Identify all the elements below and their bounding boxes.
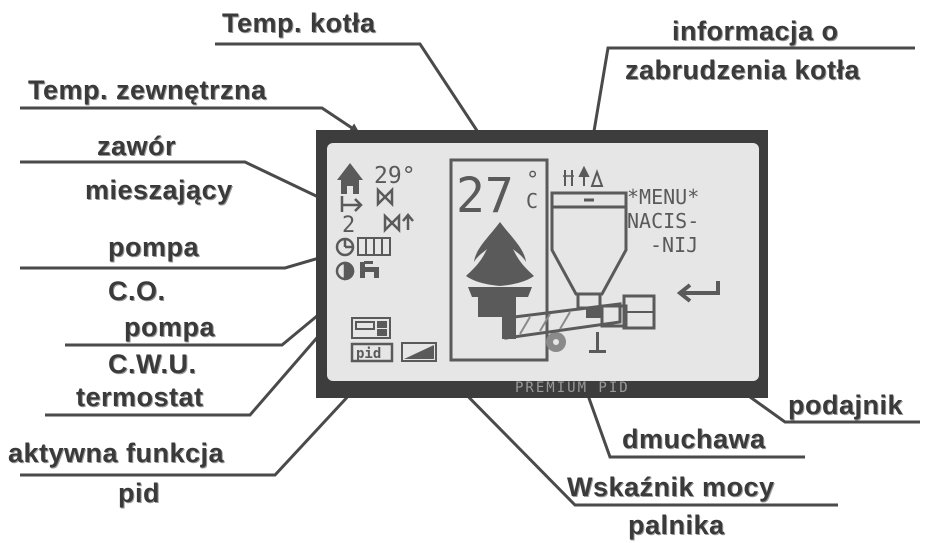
boiler-frame: [449, 158, 549, 362]
feeder-thread: [519, 311, 571, 335]
label-temp-zewn: Temp. zewnętrzna: [28, 75, 267, 105]
valve-number: 2: [342, 213, 355, 238]
fan-stand-base: [589, 350, 606, 353]
menu-line-2: NACIS-: [627, 209, 699, 233]
label-info-line2: zabrudzenia kotła: [625, 55, 861, 85]
menu-line-3: -NIJ: [650, 233, 698, 257]
label-podajnik: podajnik: [788, 390, 904, 420]
label-temp-kotla: Temp. kotła: [222, 8, 376, 38]
fan-icon: [546, 332, 566, 352]
label-zawor-line1: zawór: [97, 131, 177, 161]
dirt-info-icon: [563, 165, 604, 187]
enter-icon: [676, 281, 720, 303]
boiler-unit-deg: °: [526, 168, 539, 193]
lcd-screen: [327, 143, 759, 381]
pid-badge-frame: [350, 342, 394, 363]
label-info-line1: informacja o: [672, 16, 839, 46]
outside-temp: 29°: [374, 163, 416, 189]
label-pid-line2: pid: [118, 478, 160, 508]
label-moc-line1: Wskaźnik mocy: [567, 472, 775, 502]
label-zawor-line2: mieszający: [85, 175, 233, 205]
boiler-temp: 27: [456, 168, 514, 224]
boiler-unit-c: C: [526, 189, 538, 213]
tap-icon: [360, 261, 379, 278]
house-icon: [337, 163, 363, 194]
label-pompa-cwu-line1: pompa: [124, 312, 216, 342]
menu-line-1: *MENU*: [627, 185, 699, 209]
label-moc-line2: palnika: [628, 510, 725, 540]
thermostat-icon: [351, 317, 391, 339]
label-pompa-co-line2: C.O.: [108, 276, 166, 306]
pump-icon: [335, 237, 355, 281]
label-termostat: termostat: [76, 382, 204, 412]
fan-stand: [596, 332, 599, 352]
label-pompa-co-line1: pompa: [108, 232, 200, 262]
radiator-icon: [357, 237, 391, 256]
label-pid-line1: aktywna funkcja: [8, 438, 225, 468]
label-dmuchawa: dmuchawa: [622, 424, 766, 454]
power-indicator-icon: [401, 342, 437, 362]
flame-icon: [466, 222, 534, 286]
pid-badge: pid: [356, 346, 381, 362]
feeder-icon: [504, 294, 656, 340]
valve-icon: [340, 186, 414, 234]
brand-label: PREMIUM PID: [515, 380, 630, 396]
label-pompa-cwu-line2: C.W.U.: [108, 349, 197, 379]
